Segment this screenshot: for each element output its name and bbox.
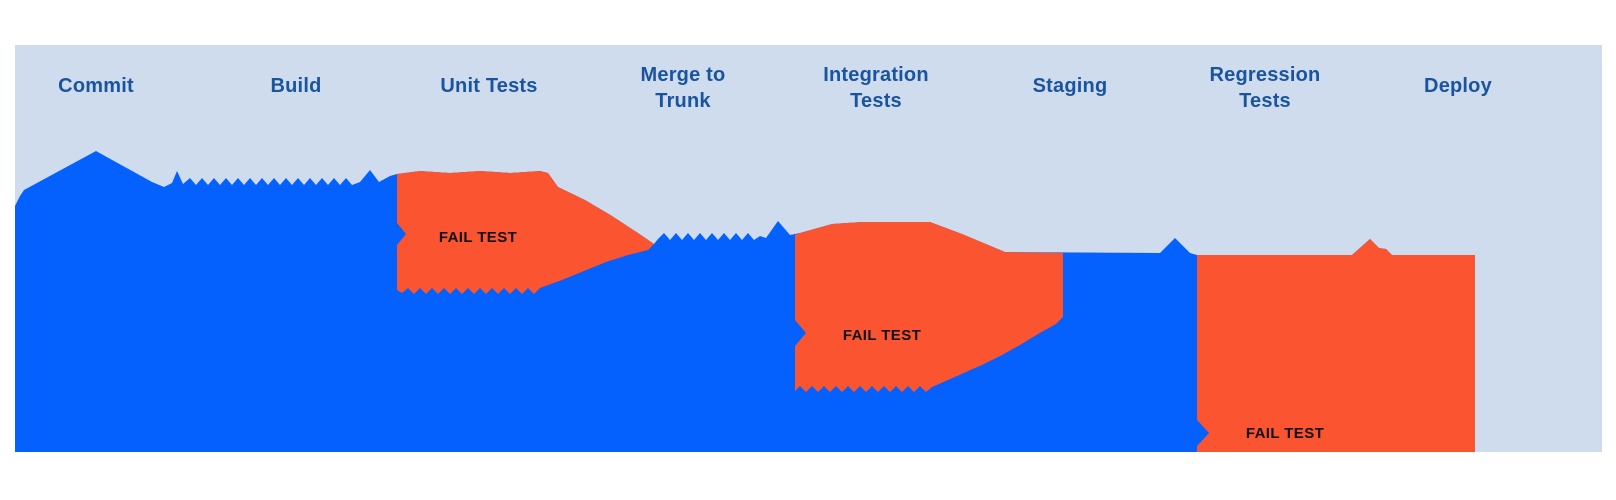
stage-label-merge-to-trunk: Merge to Trunk: [640, 64, 726, 112]
stage-label-build: Build: [270, 75, 322, 97]
stage-label-commit: Commit: [58, 75, 134, 97]
fail-test-label-integration-tests: FAIL TEST: [842, 327, 922, 344]
fail-region-unit-tests: [397, 171, 654, 294]
stage-label-regression-tests: Regression Tests: [1209, 64, 1321, 112]
stage-label-staging: Staging: [1032, 75, 1108, 97]
fail-region-regression-tests: [1197, 239, 1475, 452]
fail-test-label-unit-tests: FAIL TEST: [438, 229, 518, 246]
fail-region-integration-tests: [795, 222, 1063, 392]
flow-stream-shape: [15, 151, 1475, 452]
fail-test-label-regression-tests: FAIL TEST: [1245, 425, 1325, 442]
stage-label-integration-tests: Integration Tests: [823, 64, 929, 112]
stage-label-unit-tests: Unit Tests: [440, 75, 538, 97]
stage-label-deploy: Deploy: [1424, 75, 1492, 97]
